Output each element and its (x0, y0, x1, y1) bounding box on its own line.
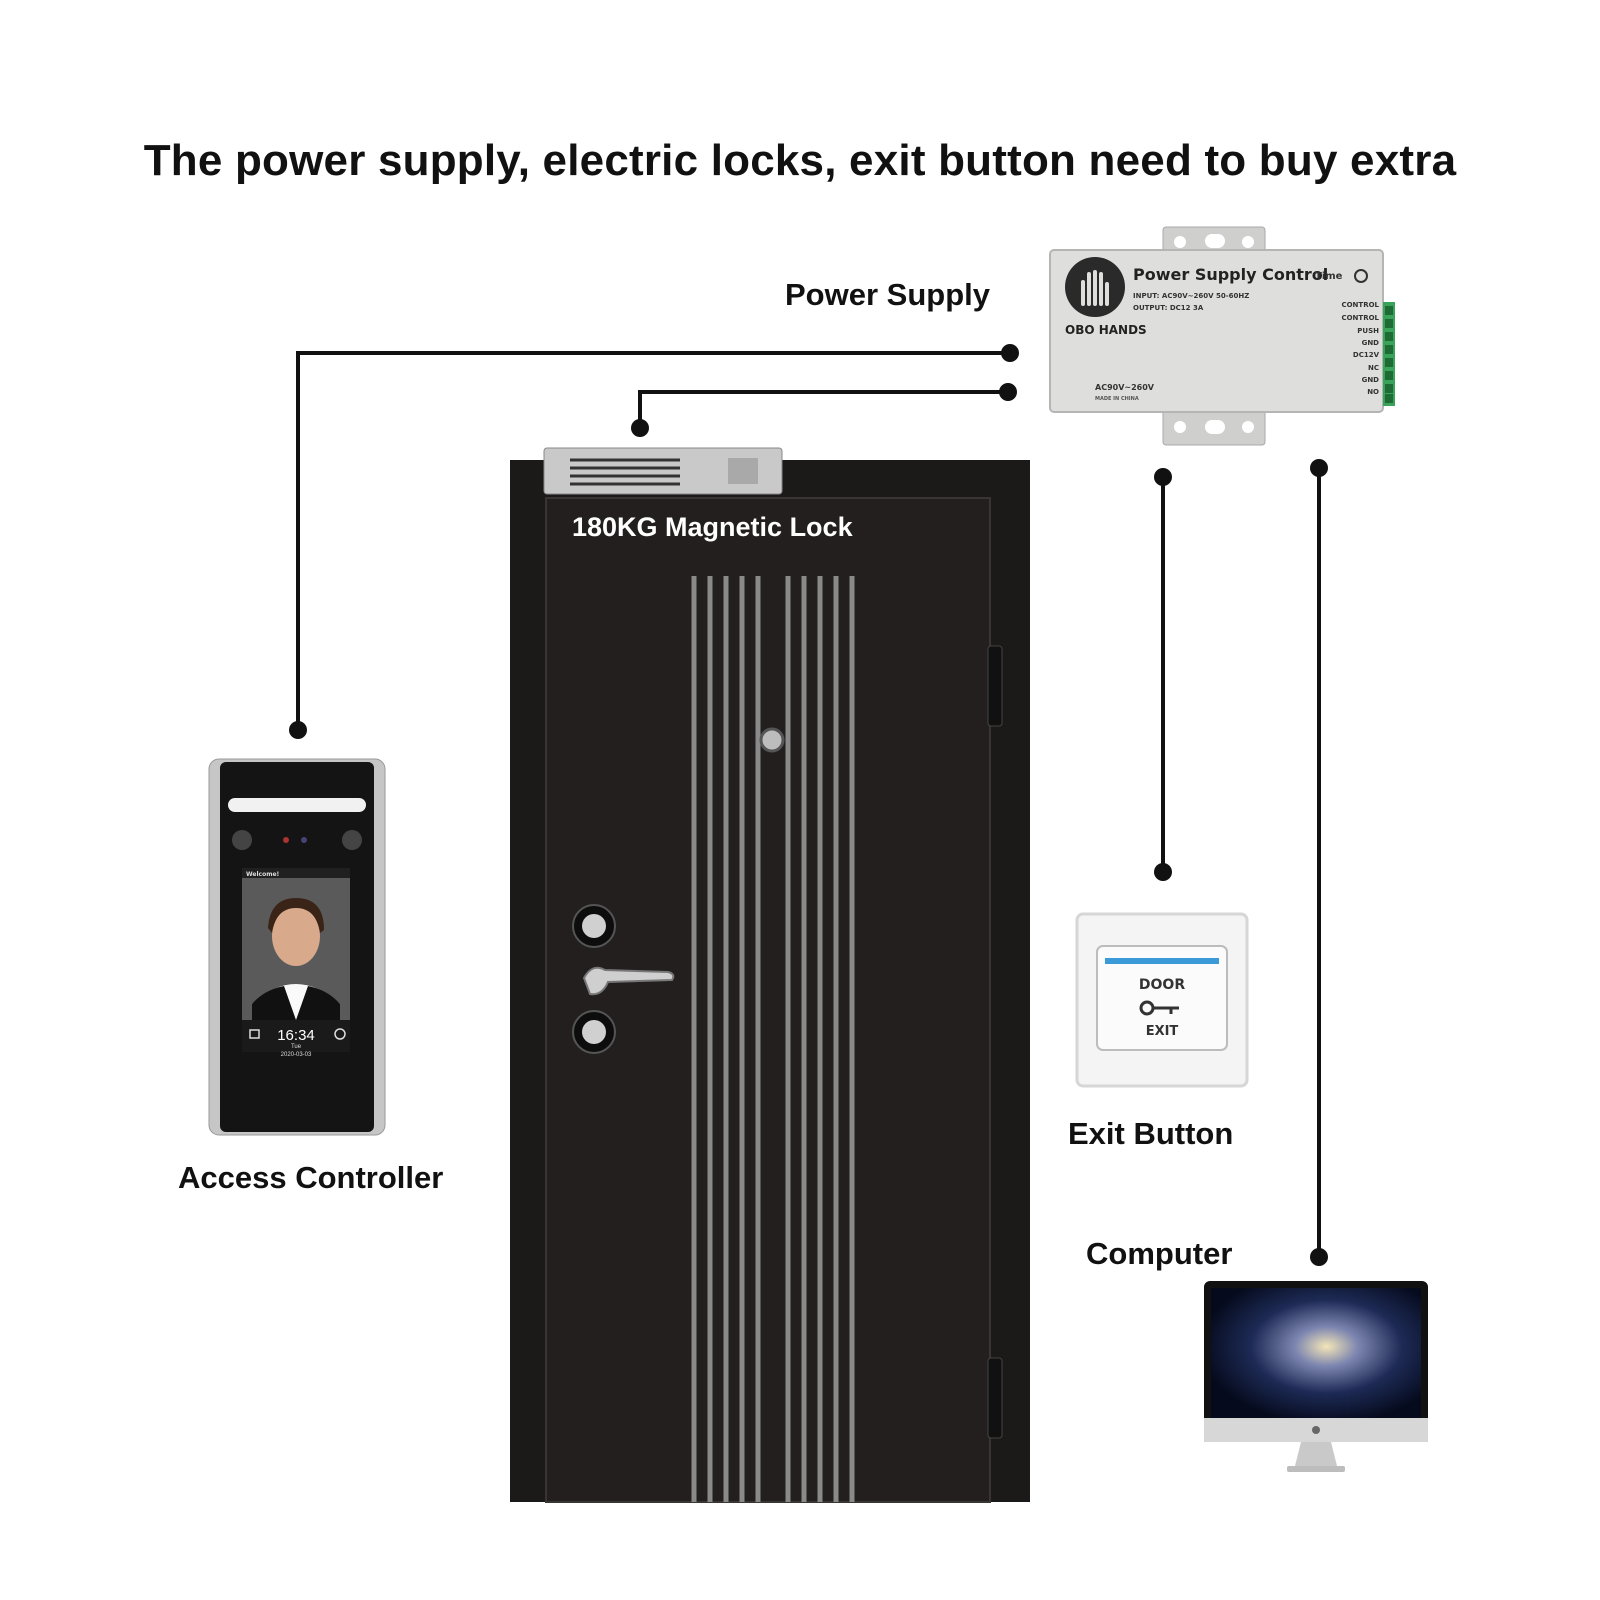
terminal-label: NO (1367, 388, 1379, 396)
wire-node (1154, 863, 1172, 881)
hinge (987, 645, 1003, 727)
wire-node (1001, 344, 1019, 362)
page-title: The power supply, electric locks, exit b… (143, 136, 1457, 185)
wire-power-to-controller (296, 351, 1010, 730)
gear-icon (334, 1028, 346, 1040)
unit-time: Time (1315, 271, 1343, 282)
terminal-label: NC (1368, 364, 1379, 372)
terminal-label: PUSH (1357, 327, 1379, 335)
unit-made-in: MADE IN CHINA (1095, 396, 1139, 402)
wire-power-to-lock (638, 390, 1008, 428)
screen-time: 16:34 (277, 1027, 315, 1044)
access-controller-device: Welcome! 16:34 Tue 2020-03-03 (208, 758, 386, 1136)
wire-node (999, 383, 1017, 401)
unit-input: INPUT: AC90V~260V 50-60HZ (1133, 292, 1249, 300)
label-power-supply: Power Supply (785, 277, 990, 312)
key-icon (1139, 1000, 1179, 1016)
lock-icon (249, 1029, 260, 1039)
wire-node (1154, 468, 1172, 486)
apple-logo-icon (1312, 1426, 1320, 1434)
exit-button-device: DOOR EXIT (1075, 912, 1249, 1088)
brand-name: OBO HANDS (1065, 323, 1147, 337)
screen-welcome: Welcome! (246, 871, 279, 878)
time-dial-icon (1354, 269, 1368, 283)
exit-plate-top: DOOR (1139, 977, 1185, 993)
wire-node (1310, 1248, 1328, 1266)
screen-day: Tue (291, 1044, 302, 1050)
computer-monitor (1204, 1281, 1428, 1472)
screen-date: 2020-03-03 (281, 1052, 312, 1058)
power-supply-unit: OBO HANDS Power Supply Control INPUT: AC… (1049, 226, 1395, 446)
unit-name: Power Supply Control (1133, 265, 1328, 284)
label-computer: Computer (1086, 1236, 1233, 1271)
terminal-label: GND (1362, 339, 1380, 347)
unit-output: OUTPUT: DC12 3A (1133, 304, 1204, 312)
exit-plate-bottom: EXIT (1146, 1024, 1179, 1039)
label-access-controller: Access Controller (178, 1160, 444, 1195)
terminal-label: CONTROL (1341, 301, 1379, 309)
face-avatar (272, 906, 320, 966)
peephole (759, 727, 785, 753)
label-exit-button: Exit Button (1068, 1116, 1234, 1151)
wire-node (1310, 459, 1328, 477)
wire-node (289, 721, 307, 739)
terminal-label: CONTROL (1341, 314, 1379, 322)
label-magnetic-lock: 180KG Magnetic Lock (572, 512, 853, 542)
hinge (987, 1357, 1003, 1439)
door (510, 447, 1030, 1503)
wire-node (631, 419, 649, 437)
unit-rating: AC90V~260V (1095, 383, 1155, 392)
terminal-label: DC12V (1353, 351, 1380, 359)
terminal-label: GND (1362, 376, 1380, 384)
door-handle (582, 966, 675, 996)
